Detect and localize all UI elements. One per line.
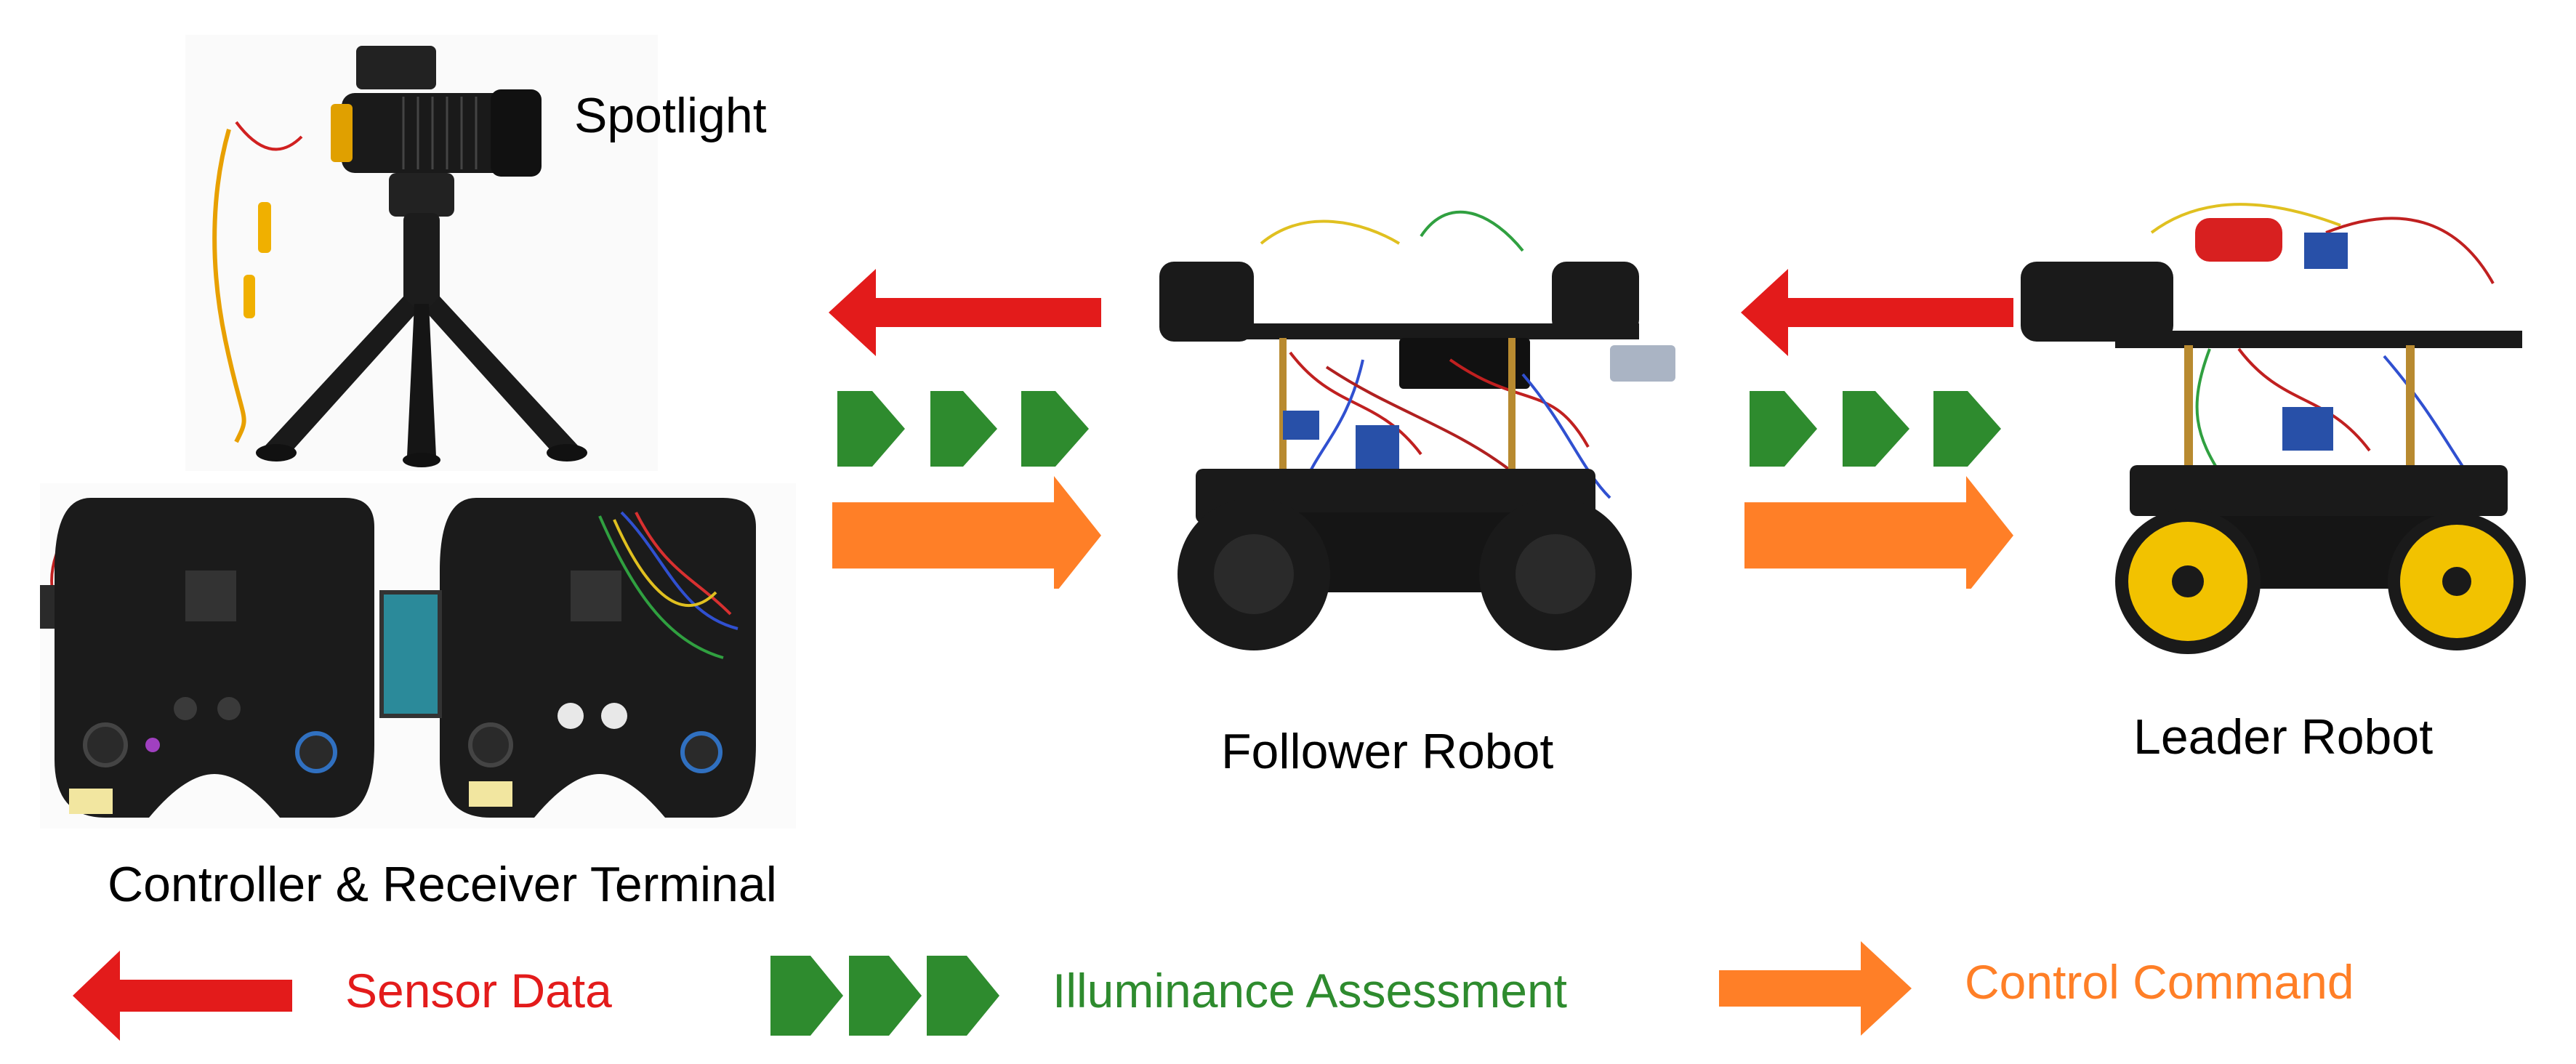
legend-illuminance-label: Illuminance Assessment <box>1052 964 1567 1017</box>
spotlight-icon <box>212 46 587 467</box>
leader-robot-icon <box>2021 203 2526 654</box>
illuminance-chevron-3 <box>1933 391 2001 467</box>
illuminance-chevron-1 <box>837 391 905 467</box>
follower-robot-icon <box>1159 210 1675 650</box>
illuminance-chevron-1 <box>1750 391 1817 467</box>
arrow-group-right <box>1741 269 2013 589</box>
spotlight-label: Spotlight <box>574 88 767 143</box>
leader-label: Leader Robot <box>2133 709 2434 765</box>
controller-photo <box>40 483 796 829</box>
illuminance-chevron-2 <box>930 391 997 467</box>
control-arrow-right <box>1744 476 2013 589</box>
legend-control-label: Control Command <box>1965 955 2354 1009</box>
controller-label: Controller & Receiver Terminal <box>108 857 777 912</box>
control-arrow-right <box>832 476 1101 589</box>
controller-icon <box>40 498 756 818</box>
sensor-arrow-left <box>829 269 1101 356</box>
illuminance-chevron-3 <box>1021 391 1089 467</box>
sensor-arrow-left <box>1741 269 2013 356</box>
follower-label: Follower Robot <box>1221 724 1554 779</box>
follower-robot-photo <box>1145 193 1679 672</box>
leader-robot-photo <box>2021 174 2529 654</box>
legend-sensor-label: Sensor Data <box>345 964 612 1017</box>
legend-illuminance-chevrons-icon <box>770 956 999 1036</box>
legend-sensor-arrow-icon <box>73 951 292 1041</box>
illuminance-chevron-2 <box>1843 391 1909 467</box>
legend-control-arrow-icon <box>1719 941 1912 1036</box>
spotlight-photo <box>185 35 658 471</box>
arrow-group-left <box>829 269 1101 589</box>
